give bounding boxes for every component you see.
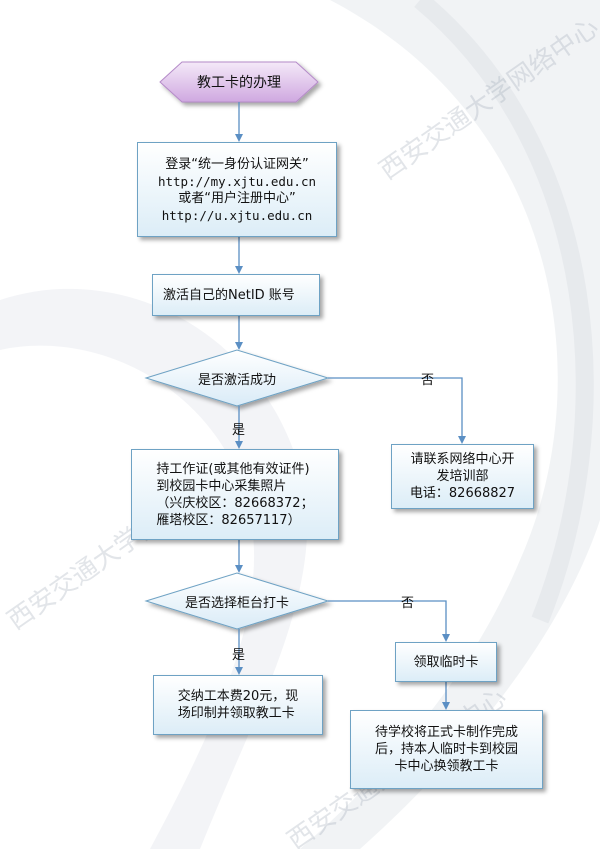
connector-arrow [328,377,466,444]
step-login-box: 登录“统一身份认证网关” http://my.xjtu.edu.cn 或者“用户… [137,142,337,237]
step-activate-text: 激活自己的NetID 账号 [163,287,295,303]
contact-center-line2: 发培训部 [436,469,489,484]
pay-fee-line2: 场印制并领取教工卡 [177,706,295,721]
flowchart-title: 教工卡的办理 [197,75,281,91]
exchange-card-line3: 卡中心换领教工卡 [394,759,499,774]
login-gateway-url: http://my.xjtu.edu.cn [157,173,317,189]
title-shape [159,61,319,103]
exchange-card-line1: 待学校将正式卡制作完成 [374,725,518,740]
branch-yes-label: 是 [232,648,246,663]
decision-counter-text: 是否选择柜台打卡 [184,595,289,611]
contact-center-phone: 电话：82668827 [409,486,516,501]
branch-yes-label: 是 [232,423,246,438]
photo-step-line3: （兴庆校区：82668372； [156,495,314,511]
register-center-url: http://u.xjtu.edu.cn [161,207,313,223]
decision-activated-text: 是否激活成功 [197,372,276,388]
register-center-text: 或者“用户注册中心” [178,190,296,206]
pay-fee-line1: 交纳工本费20元，现 [177,689,299,704]
photo-step-line1: 持工作证(或其他有效证件) [156,461,310,477]
exchange-card-box: 待学校将正式卡制作完成 后，持本人临时卡到校园 卡中心换领教工卡 [350,710,543,789]
photo-step-line4: 雁塔校区：82657117） [156,512,301,528]
login-gateway-text: 登录“统一身份认证网关” [165,156,309,172]
contact-center-line1: 请联系网络中心开 [410,452,515,467]
step-activate-box: 激活自己的NetID 账号 [152,274,320,316]
connector-arrow [328,600,450,642]
contact-center-box: 请联系网络中心开 发培训部 电话：82668827 [391,444,534,509]
photo-step-box: 持工作证(或其他有效证件) 到校园卡中心采集照片 （兴庆校区：82668372；… [131,449,339,540]
temp-card-box: 领取临时卡 [395,642,497,682]
pay-fee-box: 交纳工本费20元，现 场印制并领取教工卡 [153,675,323,735]
photo-step-line2: 到校园卡中心采集照片 [156,478,287,494]
temp-card-text: 领取临时卡 [413,654,479,670]
branch-no-label: 否 [401,596,415,611]
exchange-card-line2: 后，持本人临时卡到校园 [374,742,518,757]
branch-no-label: 否 [421,373,435,388]
